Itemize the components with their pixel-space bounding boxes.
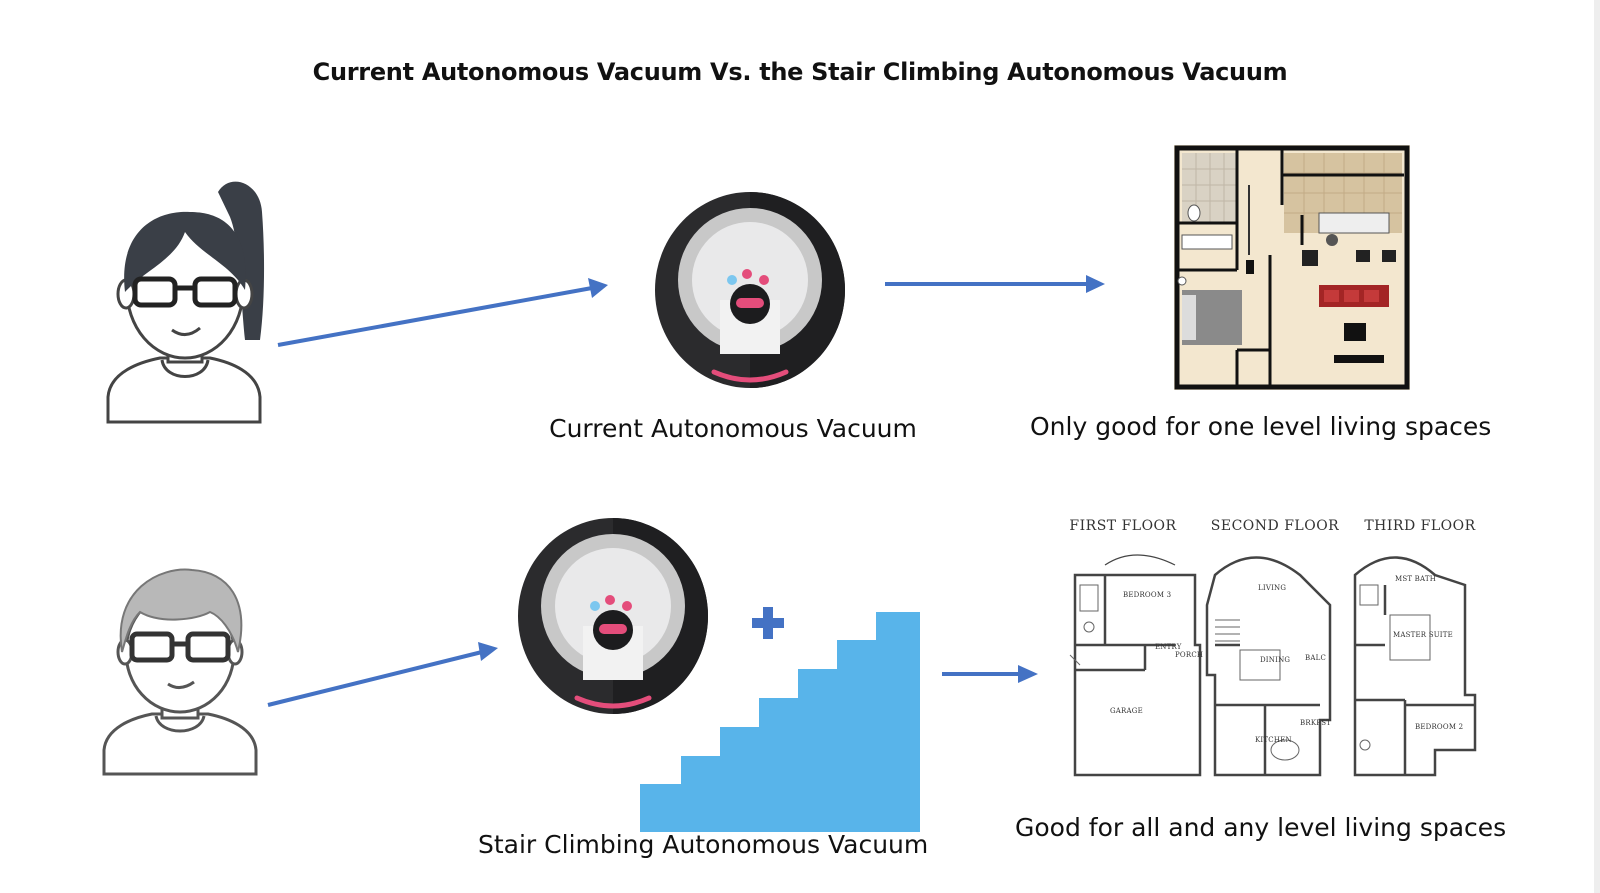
arrow-user-to-vacuum [277,278,608,347]
stairs-icon [640,612,920,832]
room-label: ENTRY [1155,643,1182,651]
man-user-icon [102,568,258,776]
room-label: MASTER SUITE [1393,631,1453,639]
room-label: BRKFST [1300,719,1331,727]
room-label: BALC [1305,654,1326,662]
room-label: LIVING [1258,584,1286,592]
woman-user-icon [106,181,265,424]
stair-climbing-vacuum-icon [518,518,708,714]
room-label: GARAGE [1110,707,1143,715]
stair-vacuum-caption: Stair Climbing Autonomous Vacuum [478,830,929,859]
room-label: KITCHEN [1255,736,1292,744]
single-level-floorplan-image [1174,145,1410,390]
arrow-stairs-to-multifloor [942,665,1038,683]
first-floor-label: FIRST FLOOR [1069,518,1177,534]
arrow-user-to-stair-vacuum [267,642,498,707]
multi-level-caption: Good for all and any level living spaces [1015,813,1507,842]
arrow-vacuum-to-floorplan [885,275,1105,293]
plus-icon [752,607,784,639]
room-label: MST BATH [1395,575,1436,583]
slide-edge [1594,0,1600,893]
robot-vacuum-icon [655,192,845,388]
room-label: BEDROOM 2 [1415,723,1463,731]
room-label: DINING [1260,656,1290,664]
second-floor-label: SECOND FLOOR [1210,518,1340,534]
room-label: BEDROOM 3 [1123,591,1171,599]
third-floor-label: THIRD FLOOR [1364,518,1476,534]
single-level-caption: Only good for one level living spaces [1030,412,1492,441]
current-vacuum-caption: Current Autonomous Vacuum [549,414,917,443]
multi-level-floorplan-image: BEDROOM 3 GARAGE ENTRY PORCH LIVING DINI… [1069,554,1477,777]
diagram-title: Current Autonomous Vacuum Vs. the Stair … [312,58,1288,86]
room-label: PORCH [1175,651,1203,659]
